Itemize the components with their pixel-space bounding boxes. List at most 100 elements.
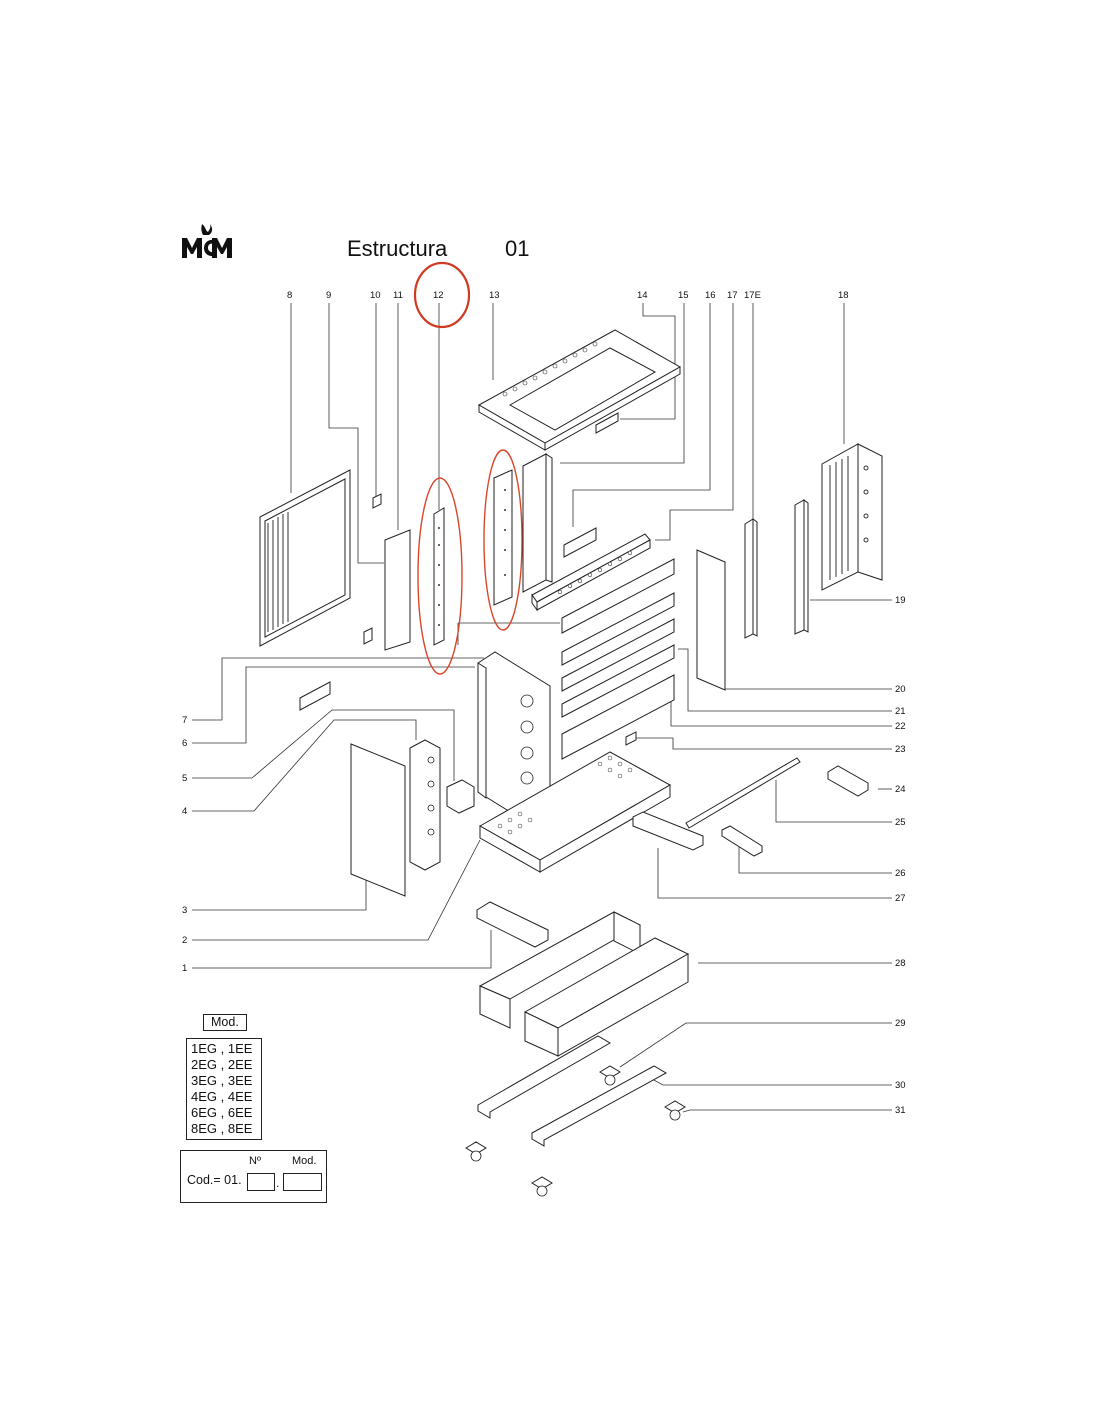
models-label: Mod. [203,1014,247,1031]
callout-23: 23 [895,744,906,755]
part-25-rod [685,757,801,829]
callout-26: 26 [895,868,906,879]
part-2-base-plate [478,751,672,873]
part-14-clip [595,412,619,434]
code-prefix: Cod.= 01. [187,1173,242,1187]
part-8-side-grille [259,469,351,647]
adjustable-foot [465,1141,487,1162]
frame-hole [520,720,534,734]
code-separator: . [276,1176,280,1190]
model-row: 6EG , 6EE [191,1105,253,1120]
adjustable-foot [599,1065,621,1086]
code-number-field[interactable] [247,1173,275,1191]
part-7-side-frame [477,651,551,827]
callout-11: 11 [393,290,403,301]
highlight-part-12-alt [483,449,523,631]
adjustable-foot [664,1100,686,1121]
code-box: Nº Mod. Cod.= 01. . [180,1150,327,1203]
callout-28: 28 [895,958,906,969]
callout-3: 3 [182,905,187,916]
part-26-rail [721,825,763,857]
callout-22: 22 [895,721,906,732]
callout-17e: 17E [744,290,761,301]
part-31-feet [465,1065,686,1197]
upright-hole [427,780,435,788]
sheet-number: 01 [505,236,530,261]
callout-30: 30 [895,1080,906,1091]
highlight-callout-12 [413,261,471,329]
callout-8: 8 [287,290,292,301]
part-16-panel-bar [531,533,651,612]
callout-10: 10 [370,290,381,301]
part-21-22-strips [561,558,675,760]
code-number-label: Nº [249,1155,261,1167]
callout-12: 12 [433,290,444,301]
mcm-logo [182,224,232,258]
frame-hole [520,771,534,785]
part-10-bracket [372,493,382,509]
callout-2: 2 [182,935,187,946]
part-12-upright [433,507,445,646]
callout-15: 15 [678,290,689,301]
code-model-field[interactable] [283,1173,322,1191]
part-5-bracket [446,779,475,814]
callout-14: 14 [637,290,648,301]
model-row: 2EG , 2EE [191,1057,253,1072]
page-title: Estructura [347,236,448,261]
callout-16: 16 [705,290,716,301]
upright-hole [427,804,435,812]
callout-21: 21 [895,706,906,717]
part-13-top-frame [477,329,682,451]
model-row: 1EG , 1EE [191,1041,253,1056]
part-17e-upright [794,499,809,635]
upright-hole [427,756,435,764]
part-28-plinth [478,911,690,1057]
part-18-grille-corner [821,443,883,591]
callout-27: 27 [895,893,906,904]
models-table: 1EG , 1EE 2EG , 2EE 3EG , 3EE 4EG , 4EE … [186,1038,262,1140]
callout-6: 6 [182,738,187,749]
callout-20: 20 [895,684,906,695]
callout-4: 4 [182,806,187,817]
part-20-shelf-support [696,549,726,691]
model-row: 4EG , 4EE [191,1089,253,1104]
callout-29: 29 [895,1018,906,1029]
upright-hole [427,828,435,836]
callout-24: 24 [895,784,906,795]
part-9-side-plate [363,529,411,651]
callout-7: 7 [182,715,187,726]
highlight-part-12 [417,477,463,675]
part-4-upright [409,739,441,871]
callout-13: 13 [489,290,500,301]
model-row: 3EG , 3EE [191,1073,253,1088]
part-17-upright [744,518,758,639]
part-29-rail [477,1035,611,1119]
callout-labels: 8 9 10 11 12 13 14 15 16 17 17E 18 19 20… [182,290,906,1116]
part-24-channel [827,765,869,797]
part-15b-box [563,527,597,558]
callout-31: 31 [895,1105,906,1116]
code-model-label: Mod. [292,1155,317,1167]
leader-lines [192,303,892,1113]
callout-18: 18 [838,290,849,301]
part-30-rail [531,1065,668,1147]
part-upright-b [493,469,513,606]
callout-1: 1 [182,963,187,974]
callout-5: 5 [182,773,187,784]
part-3-side-panel [350,743,406,897]
frame-hole [520,746,534,760]
frame-hole [520,694,534,708]
part-6-box [299,681,331,711]
callout-19: 19 [895,595,906,606]
model-row: 8EG , 8EE [191,1121,253,1136]
callout-9: 9 [326,290,331,301]
part-15-channel [522,453,553,593]
part-27-rail [632,811,704,851]
callout-17: 17 [727,290,738,301]
part-23-clip [625,731,637,746]
callout-25: 25 [895,817,906,828]
adjustable-foot [531,1176,553,1197]
part-1-base-rail [476,901,549,948]
